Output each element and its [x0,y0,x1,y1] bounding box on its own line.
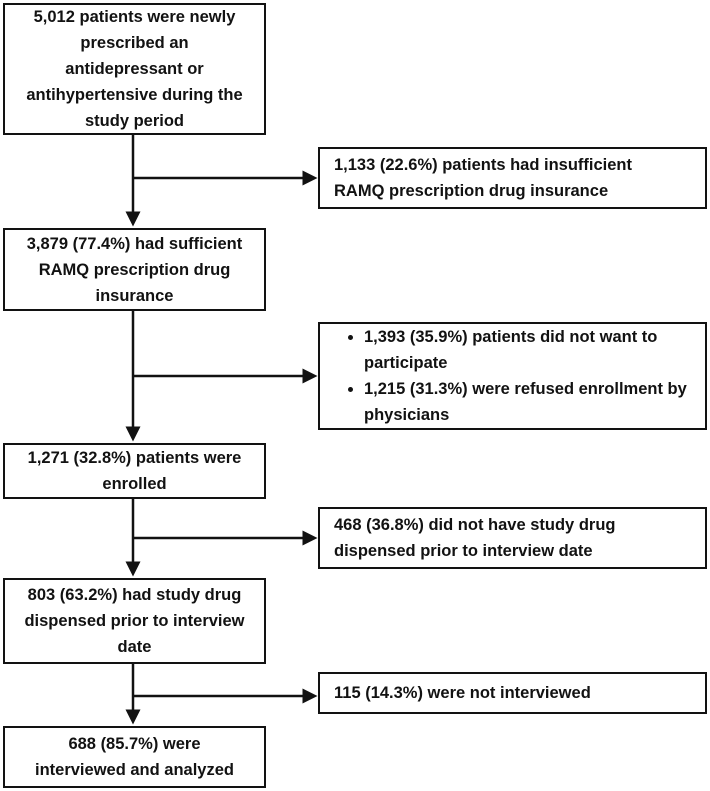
box-not-interviewed: 115 (14.3%) were not interviewed [318,672,707,714]
box-drug-dispensed: 803 (63.2%) had study drug dispensed pri… [3,578,266,664]
box-newly-prescribed: 5,012 patients were newly prescribed an … [3,3,266,135]
box-interviewed-analyzed-label: 688 (85.7%) were interviewed and analyze… [35,735,234,779]
box-not-interviewed-label: 115 (14.3%) were not interviewed [334,684,591,702]
box-interviewed-analyzed: 688 (85.7%) were interviewed and analyze… [3,726,266,788]
box-insufficient-insurance-label: 1,133 (22.6%) patients had insufficient … [334,156,632,200]
box-enrolled: 1,271 (32.8%) patients were enrolled [3,443,266,499]
exclusion-bullet-list: 1,393 (35.9%) patients did not want to p… [334,324,687,428]
box-declined-or-refused: 1,393 (35.9%) patients did not want to p… [318,322,707,430]
bullet-refused-enrollment: 1,215 (31.3%) were refused enrollment by… [364,376,687,428]
box-sufficient-insurance-label: 3,879 (77.4%) had sufficient RAMQ prescr… [26,234,243,305]
box-newly-prescribed-label: 5,012 patients were newly prescribed an … [26,8,243,130]
box-insufficient-insurance: 1,133 (22.6%) patients had insufficient … [318,147,707,209]
box-drug-dispensed-label: 803 (63.2%) had study drug dispensed pri… [24,586,245,656]
box-no-drug-dispensed: 468 (36.8%) did not have study drug disp… [318,507,707,569]
bullet-did-not-want-to-participate: 1,393 (35.9%) patients did not want to p… [364,324,687,376]
box-enrolled-label: 1,271 (32.8%) patients were enrolled [27,449,242,493]
box-no-drug-dispensed-label: 468 (36.8%) did not have study drug disp… [334,516,616,560]
box-sufficient-insurance: 3,879 (77.4%) had sufficient RAMQ prescr… [3,228,266,311]
